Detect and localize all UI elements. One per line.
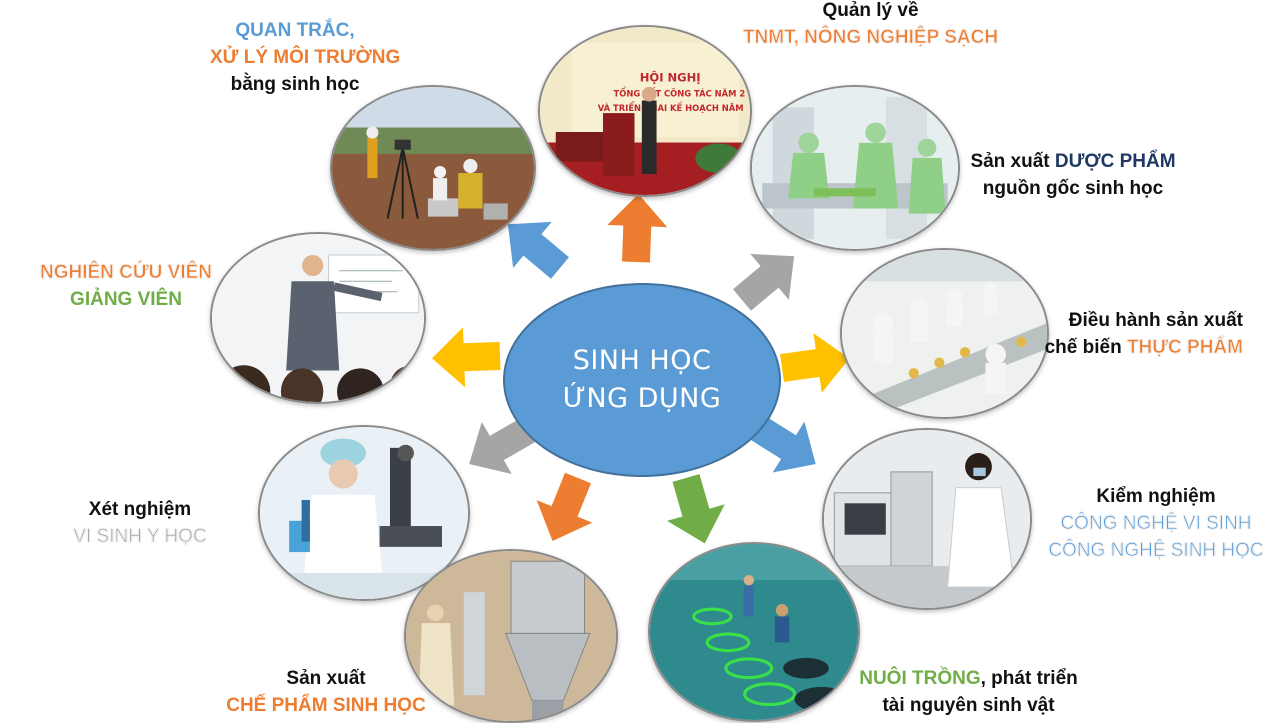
photo-environment-monitoring (330, 85, 536, 251)
label-qc-line-2: CÔNG NGHỆ VI SINH (1060, 513, 1252, 535)
label-pharma-prefix: Sản xuất (970, 151, 1055, 172)
label-env-line-3: bằng sinh học (230, 74, 360, 95)
label-mgmt: Quản lý về TNMT, NÔNG NGHIỆP SẠCH (728, 0, 1013, 51)
center-node: SINH HỌC ỨNG DỤNG (503, 283, 781, 477)
label-lab: Xét nghiệm VI SINH Y HỌC (60, 496, 220, 550)
label-research-line-2: GIẢNG VIÊN (70, 289, 182, 310)
label-pharma: Sản xuất DƯỢC PHẨM nguồn gốc sinh học (962, 148, 1184, 202)
photo-pharma-production (750, 85, 960, 251)
photo-bioproduct-manufacturing (404, 549, 618, 723)
label-qc-line-1: Kiểm nghiệm (1096, 486, 1216, 507)
conference-banner-line-2: TỔNG KẾT CÔNG TÁC NĂM 2 (614, 86, 746, 98)
arrow-to-mgmt (606, 192, 669, 264)
arrow-to-research (430, 326, 502, 389)
label-env: QUAN TRẮC, XỬ LÝ MÔI TRƯỜNG bằng sinh họ… (210, 17, 401, 98)
label-food-prefix: chế biến (1044, 337, 1127, 358)
label-qc-line-3: CÔNG NGHỆ SINH HỌC (1048, 540, 1264, 562)
arrow-to-aqua (657, 469, 734, 552)
photo-microbiology-lab (258, 425, 470, 601)
label-aqua-highlight: NUÔI TRỒNG (859, 668, 981, 689)
label-qc: Kiểm nghiệm CÔNG NGHỆ VI SINH CÔNG NGHỆ … (1040, 483, 1272, 564)
label-research-line-1: NGHIÊN CỨU VIÊN (39, 262, 213, 284)
center-line-1: SINH HỌC (572, 345, 712, 376)
label-research: NGHIÊN CỨU VIÊN GIẢNG VIÊN (30, 259, 222, 313)
photo-conference: HỘI NGHỊ TỔNG KẾT CÔNG TÁC NĂM 2 VÀ TRIỂ… (538, 25, 752, 197)
photo-quality-testing (822, 428, 1032, 610)
photo-aquaculture (648, 542, 860, 722)
label-env-line-1: QUAN TRẮC, (235, 20, 355, 41)
label-product: Sản xuất CHẾ PHẨM SINH HỌC (220, 665, 432, 719)
label-mgmt-line-1: Quản lý về (822, 0, 919, 21)
label-lab-line-2: VI SINH Y HỌC (73, 526, 207, 548)
label-lab-line-1: Xét nghiệm (88, 499, 192, 520)
conference-banner-line-3: VÀ TRIỂN KHAI KẾ HOẠCH NĂM (598, 101, 744, 113)
label-mgmt-line-2: TNMT, NÔNG NGHIỆP SẠCH (742, 27, 999, 49)
arrow-to-product (524, 466, 606, 553)
label-product-line-1: Sản xuất (286, 668, 366, 689)
label-aqua-line-2: tài nguyên sinh vật (882, 695, 1055, 716)
label-aqua-suffix: , phát triển (980, 668, 1078, 689)
label-pharma-highlight: DƯỢC PHẨM (1054, 151, 1176, 172)
label-food-highlight: THỰC PHẨM (1126, 337, 1244, 359)
label-aqua: NUÔI TRỒNG, phát triển tài nguyên sinh v… (846, 665, 1091, 719)
label-env-line-2: XỬ LÝ MÔI TRƯỜNG (210, 47, 401, 68)
label-food: Điều hành sản xuất chế biến THỰC PHẨM (1040, 307, 1244, 361)
photo-lecturer (210, 232, 426, 404)
conference-banner-line-1: HỘI NGHỊ (640, 70, 701, 85)
center-line-2: ỨNG DỤNG (562, 383, 722, 414)
label-product-line-2: CHẾ PHẨM SINH HỌC (226, 695, 426, 716)
label-food-line-1: Điều hành sản xuất (1068, 310, 1243, 331)
label-pharma-line-2: nguồn gốc sinh học (982, 178, 1164, 199)
photo-food-processing (840, 248, 1049, 419)
